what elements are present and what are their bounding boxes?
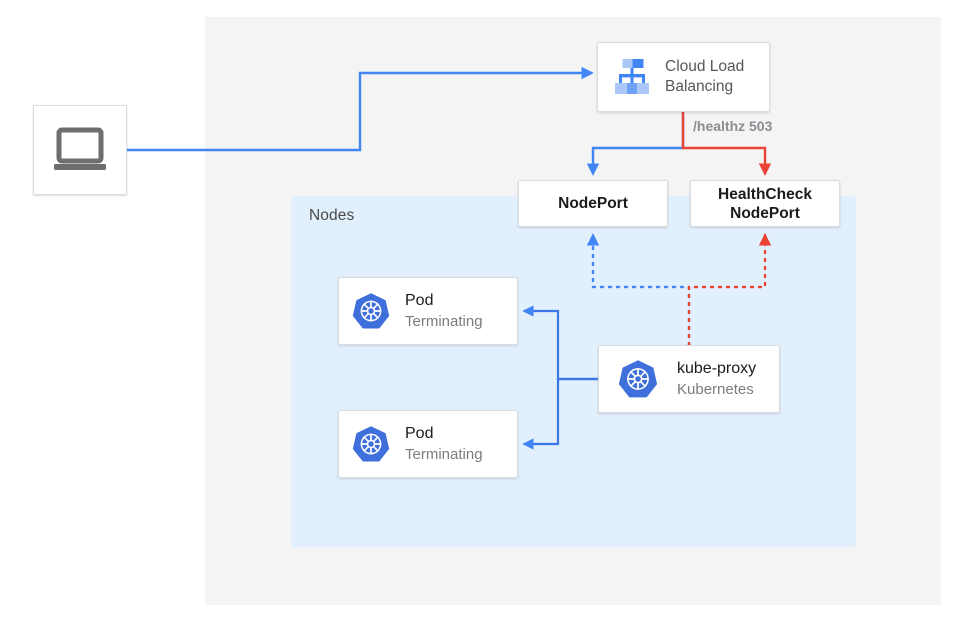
pod-status: Terminating <box>405 313 483 330</box>
kubernetes-icon <box>618 360 658 398</box>
pod-node[interactable]: Pod Terminating <box>338 410 518 478</box>
kube-proxy-title: kube-proxy <box>677 360 757 377</box>
pod-title: Pod <box>405 425 434 442</box>
laptop-icon <box>54 127 106 170</box>
kubernetes-icon <box>352 293 390 329</box>
cloud-load-balancing-label: Cloud Load Balancing <box>665 58 745 95</box>
pod-node[interactable]: Pod Terminating <box>338 277 518 345</box>
pod-title: Pod <box>405 292 434 309</box>
kube-proxy-subtitle: Kubernetes <box>677 381 754 398</box>
kubernetes-icon <box>352 426 390 462</box>
healthcheck-nodeport-node[interactable]: HealthCheck NodePort <box>690 180 840 227</box>
cloud-load-balancing-icon <box>615 59 649 94</box>
nodeport-node[interactable]: NodePort <box>518 180 668 227</box>
healthcheck-nodeport-label: HealthCheck NodePort <box>718 185 812 222</box>
healthz-status-label: /healthz 503 <box>693 118 773 134</box>
kube-proxy-node[interactable]: kube-proxy Kubernetes <box>598 345 780 413</box>
nodeport-label: NodePort <box>558 195 628 212</box>
pod-textblock: Pod Terminating <box>405 423 483 465</box>
pod-textblock: Pod Terminating <box>405 290 483 332</box>
nodes-zone-label: Nodes <box>309 207 355 224</box>
pod-status: Terminating <box>405 446 483 463</box>
kube-proxy-textblock: kube-proxy Kubernetes <box>677 358 756 400</box>
cloud-load-balancing-node[interactable]: Cloud Load Balancing <box>597 42 770 112</box>
client-node[interactable] <box>33 105 127 195</box>
